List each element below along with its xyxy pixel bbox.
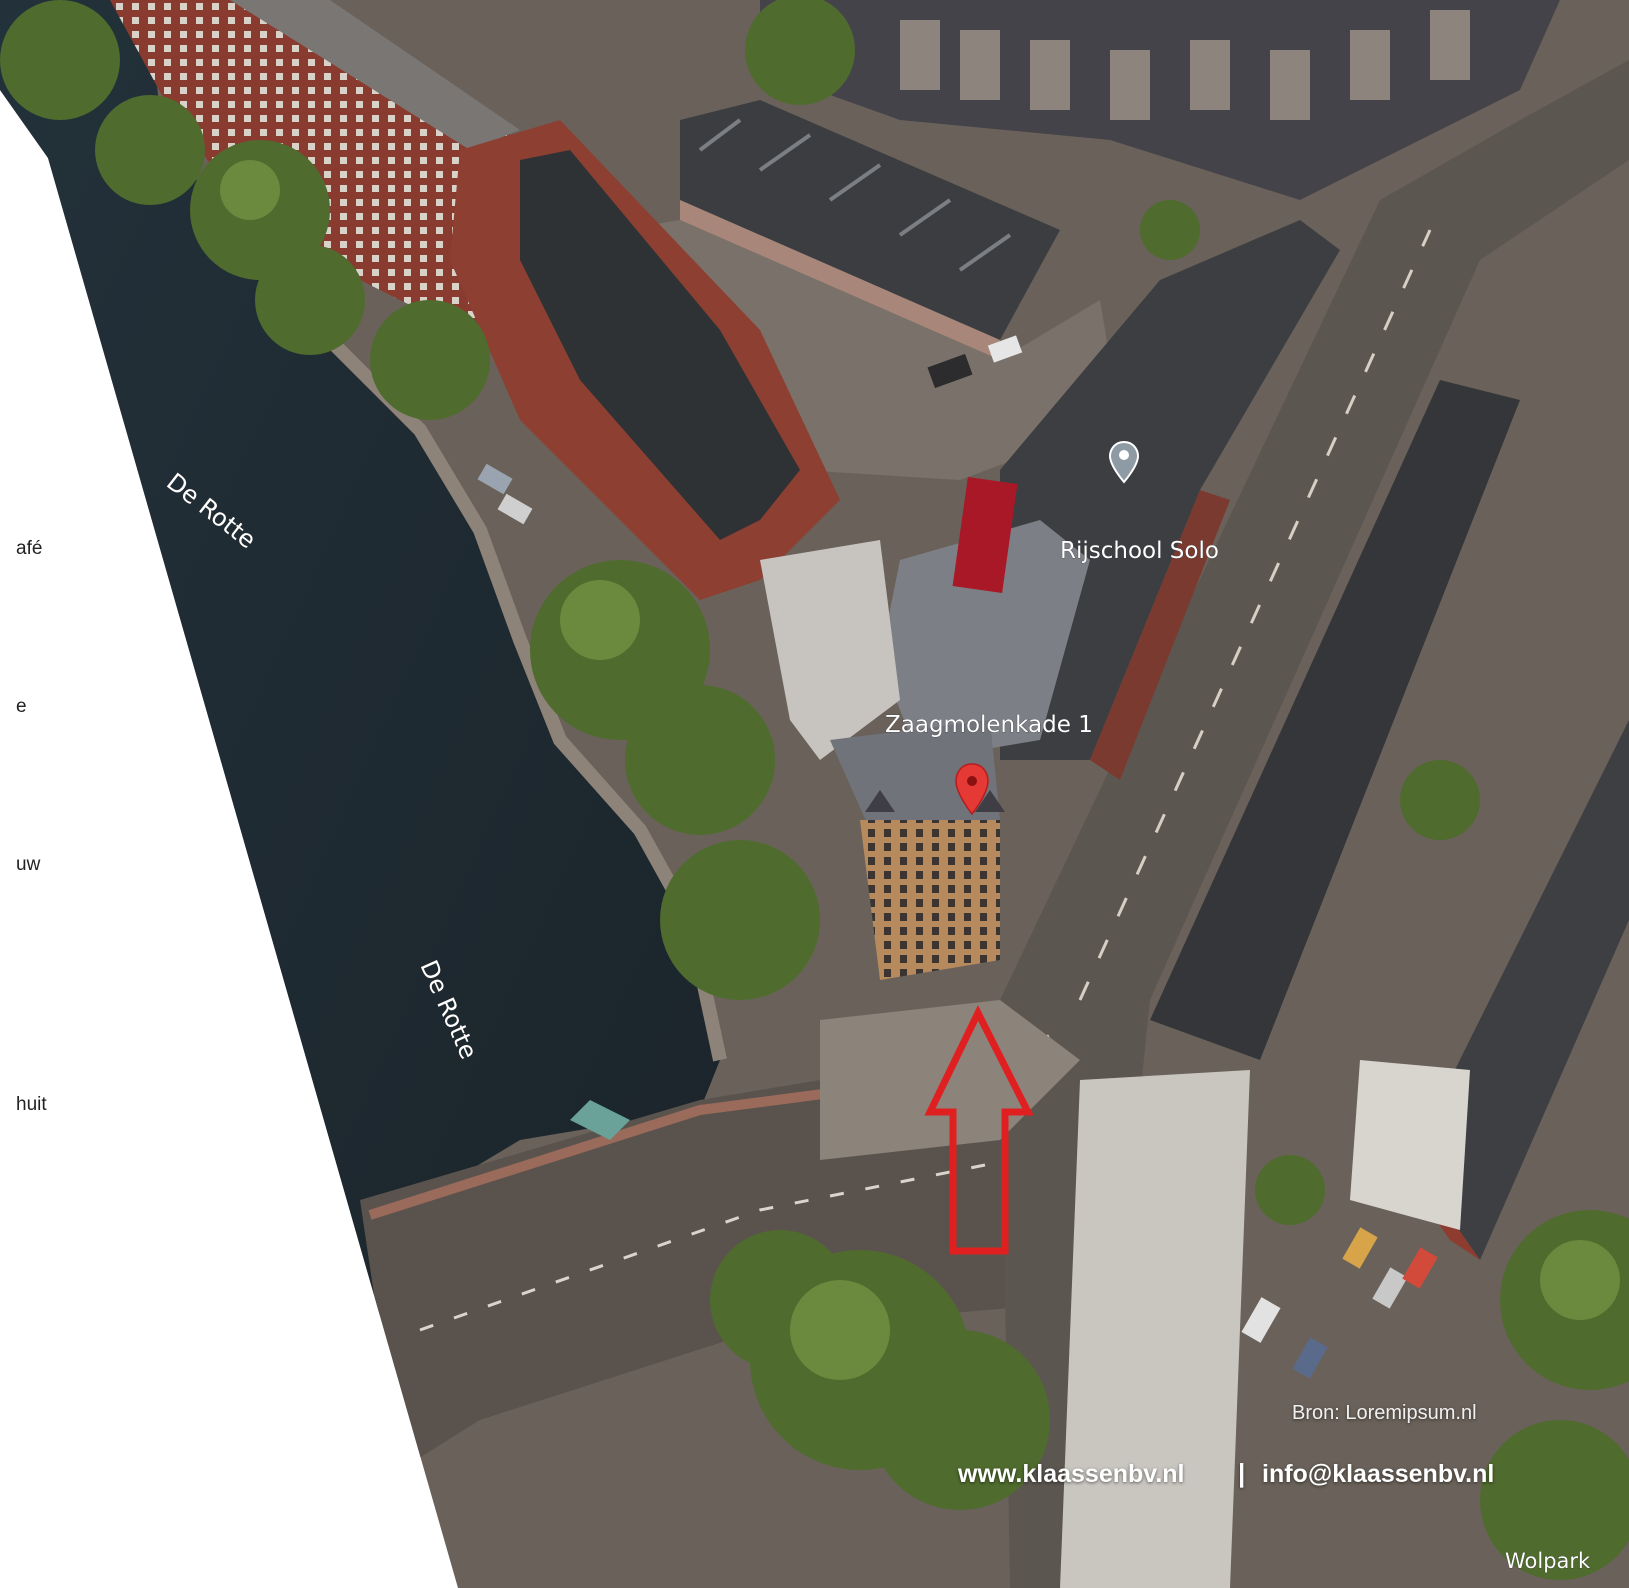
map-pin-grey-icon[interactable] <box>1108 440 1140 484</box>
label-rijschool-solo[interactable]: Rijschool Solo <box>1060 538 1220 565</box>
target-building-turret-left <box>865 790 895 812</box>
building-rijschool-wall <box>1090 490 1230 780</box>
website-link[interactable]: www.klaassenbv.nl <box>958 1460 1185 1488</box>
street-center-line <box>1078 229 1432 1001</box>
target-building-facade <box>860 820 1000 980</box>
source-credit: Bron: Loremipsum.nl <box>1292 1402 1477 1424</box>
warehouse-roof-ribs <box>698 118 1012 272</box>
townhouse-gables <box>900 10 1470 120</box>
water-kiosk <box>570 1100 630 1140</box>
street-main <box>1000 60 1629 1588</box>
label-wolpark[interactable]: Wolpark <box>1505 1549 1592 1574</box>
arrow-up-outline-icon <box>924 1005 1034 1255</box>
target-building-turret-right <box>975 790 1005 812</box>
contact-separator: | <box>1238 1458 1246 1488</box>
label-address[interactable]: Zaagmolenkade 1 <box>885 712 1093 739</box>
plaza <box>820 1000 1080 1160</box>
building-gray-mid <box>880 520 1090 760</box>
sidebar-fragment-3: uw <box>16 854 41 875</box>
building-right-row-1 <box>1150 380 1520 1060</box>
map-pin-red-icon[interactable] <box>955 763 989 816</box>
roof-canal-row <box>230 0 520 150</box>
red-facade <box>952 477 1018 593</box>
lane-markings <box>419 1148 1061 1332</box>
sidebar-fragment-1: afé <box>16 538 43 559</box>
sidebar-fragment-2: e <box>16 696 27 717</box>
warehouse-wall <box>680 200 1000 360</box>
roof-brick-block <box>520 150 800 540</box>
parked-cars <box>477 335 1438 1379</box>
building-white-bottom <box>1060 1070 1250 1588</box>
building-white-bottom-2 <box>1350 1060 1470 1230</box>
building-rijschool-row <box>1000 220 1340 760</box>
email-link[interactable]: info@klaassenbv.nl <box>1262 1460 1495 1488</box>
buildings-light <box>760 540 900 760</box>
building-canal-row <box>110 0 560 360</box>
sidebar-fragment-4: huit <box>16 1094 47 1115</box>
tree-highlights <box>220 160 1620 1380</box>
